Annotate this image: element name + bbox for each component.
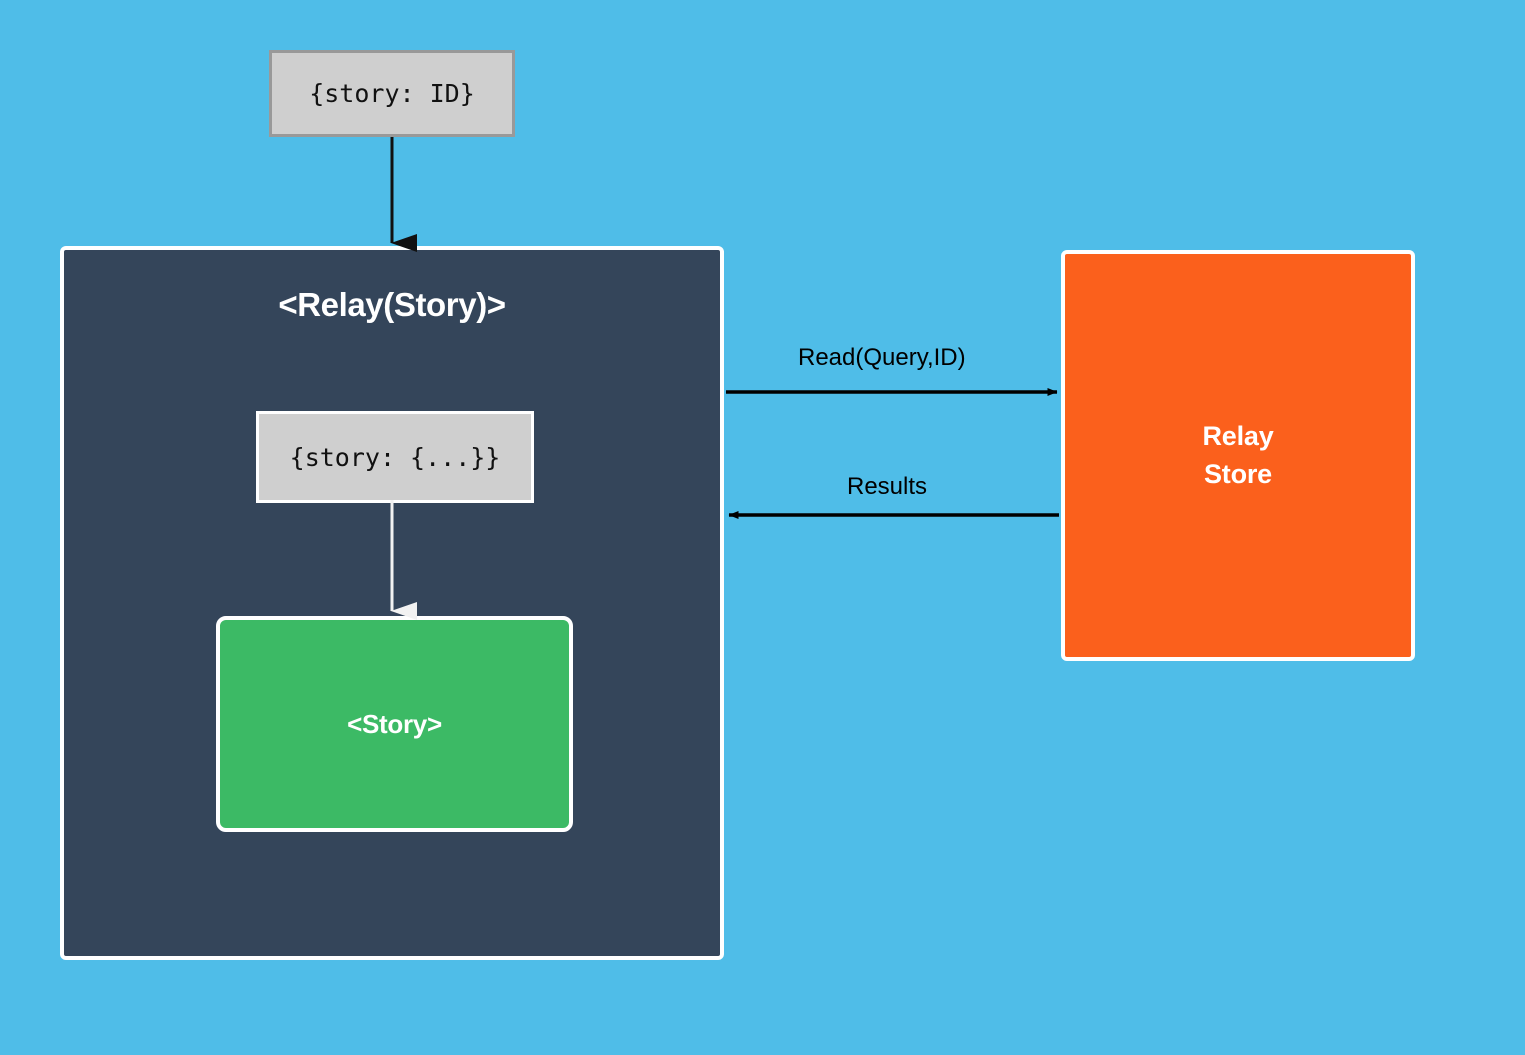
resolved-props-box[interactable]: {story: {...}}: [256, 411, 534, 503]
relay-store-box[interactable]: Relay Store: [1061, 250, 1415, 661]
input-props-label: {story: ID}: [309, 79, 475, 108]
relay-store-label-line1: Relay: [1202, 420, 1274, 451]
story-component-label: <Story>: [347, 708, 442, 739]
relay-store-label: Relay Store: [1202, 418, 1273, 494]
resolved-props-label: {story: {...}}: [289, 442, 501, 472]
story-component-box[interactable]: <Story>: [216, 616, 573, 832]
input-props-box[interactable]: {story: ID}: [269, 50, 515, 137]
edge-label-read: Read(Query,ID): [798, 344, 966, 371]
edge-label-results: Results: [847, 473, 928, 500]
relay-container-title: <Relay(Story)>: [278, 286, 506, 323]
relay-store-label-line2: Store: [1203, 458, 1273, 489]
relay-container-box[interactable]: <Relay(Story)> {story: {...}} <Story>: [60, 246, 724, 960]
